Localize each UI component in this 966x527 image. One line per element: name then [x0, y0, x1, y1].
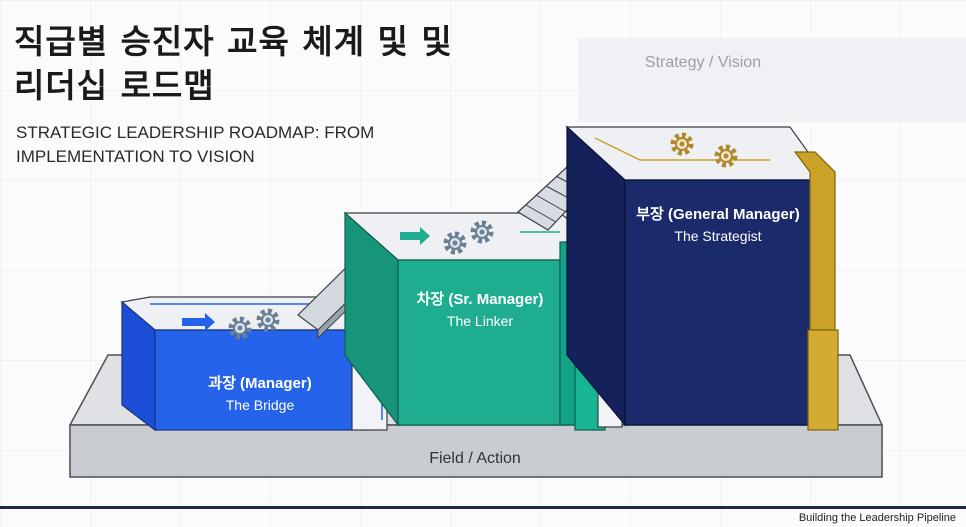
page-subtitle: STRATEGIC LEADERSHIP ROADMAP: FROM IMPLE… [16, 123, 375, 166]
gear-icon [231, 319, 249, 337]
manager-title: 과장 (Manager) [208, 375, 312, 392]
sr-manager-block [343, 211, 623, 431]
gear-icon [473, 223, 491, 241]
field-label: Field / Action [429, 450, 521, 467]
general-manager-subtitle: The Strategist [674, 228, 762, 244]
arrow-icon [400, 227, 430, 245]
vision-label: Strategy / Vision [644, 54, 762, 71]
footer-divider [0, 506, 966, 509]
sr-manager-title: 차장 (Sr. Manager) [416, 291, 544, 308]
gear-icon [673, 135, 691, 153]
sr-manager-subtitle: The Linker [446, 313, 514, 329]
footer-caption: Building the Leadership Pipeline [798, 512, 956, 524]
page-title: 직급별 승진자 교육 체계 및 및 리더십 로드맵 [14, 22, 453, 105]
gear-icon [717, 147, 735, 165]
sr-manager-label: 차장 (Sr. Manager) The Linker [395, 288, 565, 329]
gear-icon [259, 311, 277, 329]
general-manager-block [565, 125, 839, 431]
gear-icon [446, 234, 464, 252]
manager-label: 과장 (Manager) The Bridge [170, 372, 350, 413]
vision-panel [578, 38, 966, 122]
arrow-icon [182, 313, 215, 331]
general-manager-title: 부장 (General Manager) [636, 206, 800, 223]
manager-subtitle: The Bridge [225, 397, 295, 413]
general-manager-label: 부장 (General Manager) The Strategist [622, 203, 814, 244]
